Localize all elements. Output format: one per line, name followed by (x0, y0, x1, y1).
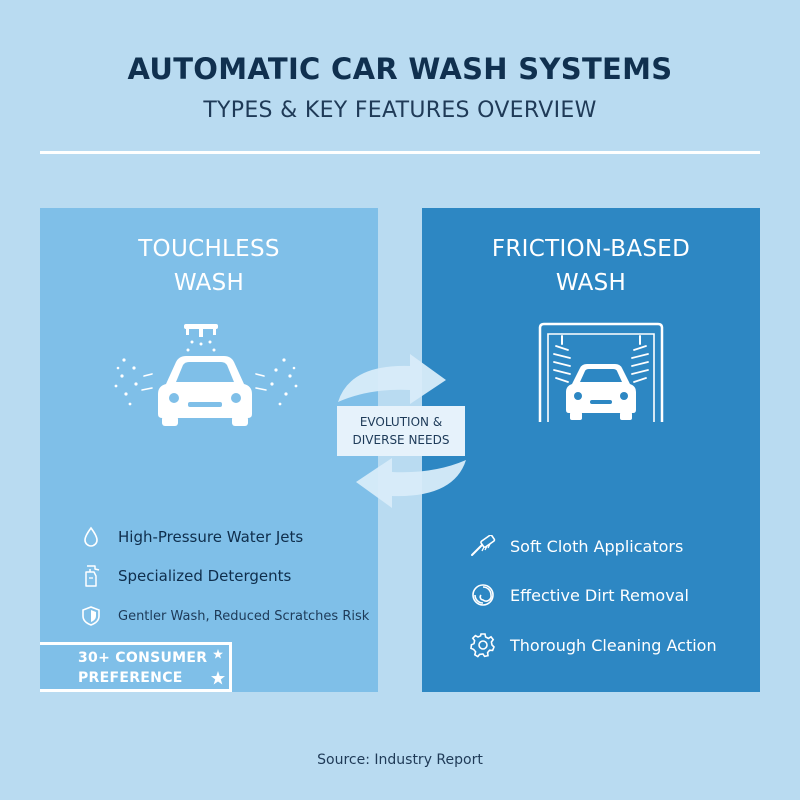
feature-high-pressure-water-jets: High-Pressure Water Jets (78, 524, 303, 550)
shield-icon (78, 603, 104, 629)
friction-title: FRICTION-BASED WASH (491, 236, 691, 296)
feature-gentler-wash: Gentler Wash, Reduced Scratches Risk (78, 603, 369, 629)
spray-car-icon (114, 324, 298, 426)
page-subtitle: TYPES & KEY FEATURES OVERVIEW (203, 98, 597, 123)
header-divider (40, 151, 760, 154)
evolution-label: EVOLUTION & DIVERSE NEEDS (337, 406, 465, 456)
feature-effective-dirt-removal: Effective Dirt Removal (470, 582, 689, 608)
touchless-panel: TOUCHLESS WASH (40, 208, 378, 692)
consumer-preference-badge: 30+ CONSUMER PREFERENCE (40, 642, 232, 692)
brush-car-wash-icon (538, 322, 664, 422)
source-note: Source: Industry Report (317, 752, 483, 768)
page-title: AUTOMATIC CAR WASH SYSTEMS (127, 52, 673, 86)
friction-panel: FRICTION-BASED WASH Soft Cloth Applicato… (422, 208, 760, 692)
star-icon (213, 649, 223, 659)
gear-icon (470, 632, 496, 658)
star-icon (211, 671, 225, 685)
feature-specialized-detergents: Specialized Detergents (78, 563, 291, 589)
brush-icon (470, 533, 496, 559)
swirl-icon (470, 582, 496, 608)
touchless-title: TOUCHLESS WASH (138, 236, 280, 296)
spray-bottle-icon (78, 563, 104, 589)
cycle-arrows-icon (338, 354, 466, 508)
feature-thorough-cleaning-action: Thorough Cleaning Action (470, 632, 717, 658)
water-drop-icon (78, 524, 104, 550)
feature-soft-cloth-applicators: Soft Cloth Applicators (470, 533, 683, 559)
